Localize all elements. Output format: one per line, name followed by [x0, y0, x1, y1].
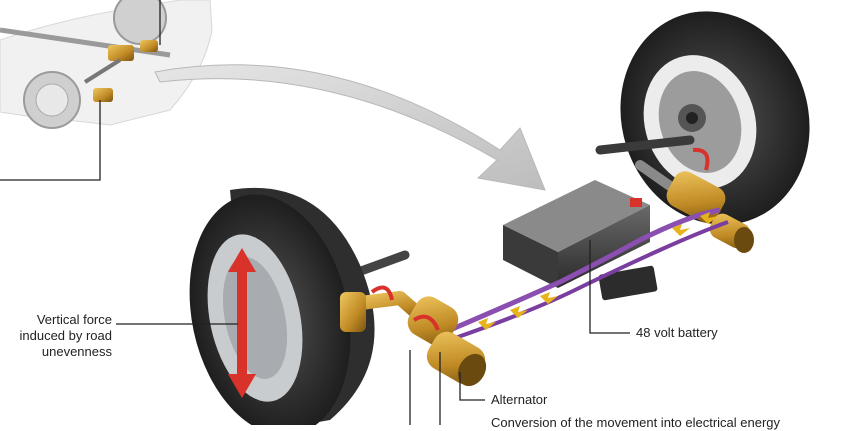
- right-axle: [595, 135, 695, 155]
- vertical-force-arrow: [228, 248, 256, 398]
- vertical-force-label: Vertical force induced by road unevennes…: [0, 312, 112, 360]
- flow-arrow: [154, 64, 546, 191]
- battery-label: 48 volt battery: [636, 325, 718, 340]
- 48-volt-battery: [503, 180, 658, 301]
- power-cable: [449, 207, 721, 333]
- label-leader-lines: [116, 240, 630, 425]
- alternator-assembly: [340, 285, 487, 387]
- power-cable-2: [454, 220, 729, 340]
- right-wheel: [620, 11, 810, 225]
- car-overview-illustration: [0, 0, 213, 129]
- overview-leader-line: [0, 0, 161, 181]
- alternator-label: Alternator: [491, 392, 548, 407]
- vertical-force-label-line2: induced by road: [19, 328, 112, 343]
- energy-flow-markers: [478, 212, 718, 330]
- vertical-force-label-line1: Vertical force: [36, 312, 112, 327]
- vertical-force-label-line3: unevenness: [41, 344, 112, 359]
- conversion-label: Conversion of the movement into electric…: [491, 415, 781, 430]
